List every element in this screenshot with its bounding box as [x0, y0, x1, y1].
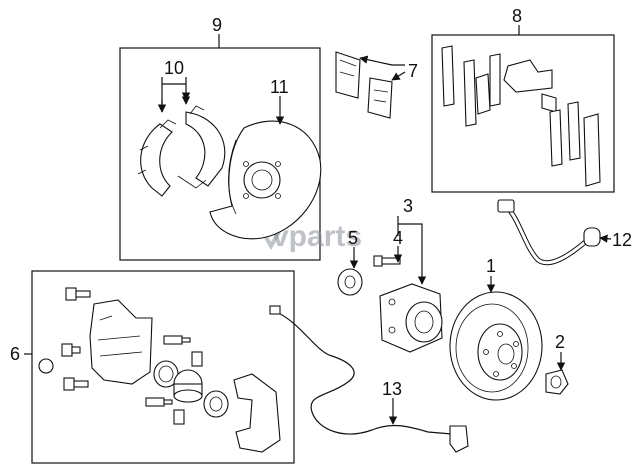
callout-12: 12 [612, 230, 632, 250]
caliper-bolt-top[interactable] [65, 287, 91, 301]
brake-shoe-front[interactable] [177, 105, 226, 189]
guide-pin-lower[interactable] [145, 397, 173, 407]
piston-boot[interactable] [203, 390, 229, 418]
box-parking-brake-group [119, 47, 321, 261]
guide-pin-upper[interactable] [163, 335, 191, 345]
caliper-piston[interactable] [173, 369, 203, 403]
brake-shoe-rear[interactable] [137, 119, 177, 197]
leader-lines [24, 25, 612, 425]
backing-plate[interactable] [209, 120, 322, 240]
brake-pad-outer[interactable] [367, 77, 393, 119]
callout-6: 6 [10, 344, 20, 364]
hub-bearing-assembly[interactable] [379, 283, 443, 353]
hub-bolt[interactable] [373, 255, 401, 267]
bleeder-cap[interactable] [38, 358, 54, 374]
abs-sensor-harness[interactable] [269, 305, 469, 453]
callout-1: 1 [486, 256, 496, 276]
callout-7: 7 [408, 61, 418, 81]
lug-nut[interactable] [545, 369, 569, 395]
box-pad-hardware-group [431, 34, 615, 193]
pad-hardware-kit[interactable] [441, 45, 601, 187]
guide-boot-lower[interactable] [173, 409, 185, 425]
callout-11: 11 [270, 77, 289, 97]
callout-3: 3 [403, 196, 413, 216]
callout-10: 10 [164, 58, 184, 78]
box-caliper-group [31, 270, 295, 464]
caliper-bolt-bottom[interactable] [63, 377, 89, 391]
callout-4: 4 [393, 228, 403, 248]
caliper-housing[interactable] [89, 299, 153, 385]
callout-9: 9 [212, 15, 222, 35]
brake-rotor[interactable] [449, 291, 543, 401]
caliper-bracket[interactable] [233, 373, 281, 453]
callout-8: 8 [512, 6, 522, 26]
callout-13: 13 [382, 379, 402, 399]
callout-5: 5 [348, 228, 358, 248]
callout-2: 2 [555, 332, 565, 352]
guide-boot-upper[interactable] [191, 351, 203, 367]
brake-hose[interactable] [497, 199, 601, 266]
bleeder-screw[interactable] [61, 343, 81, 357]
brake-pad-inner[interactable] [335, 51, 361, 99]
dust-cap[interactable] [337, 268, 363, 296]
